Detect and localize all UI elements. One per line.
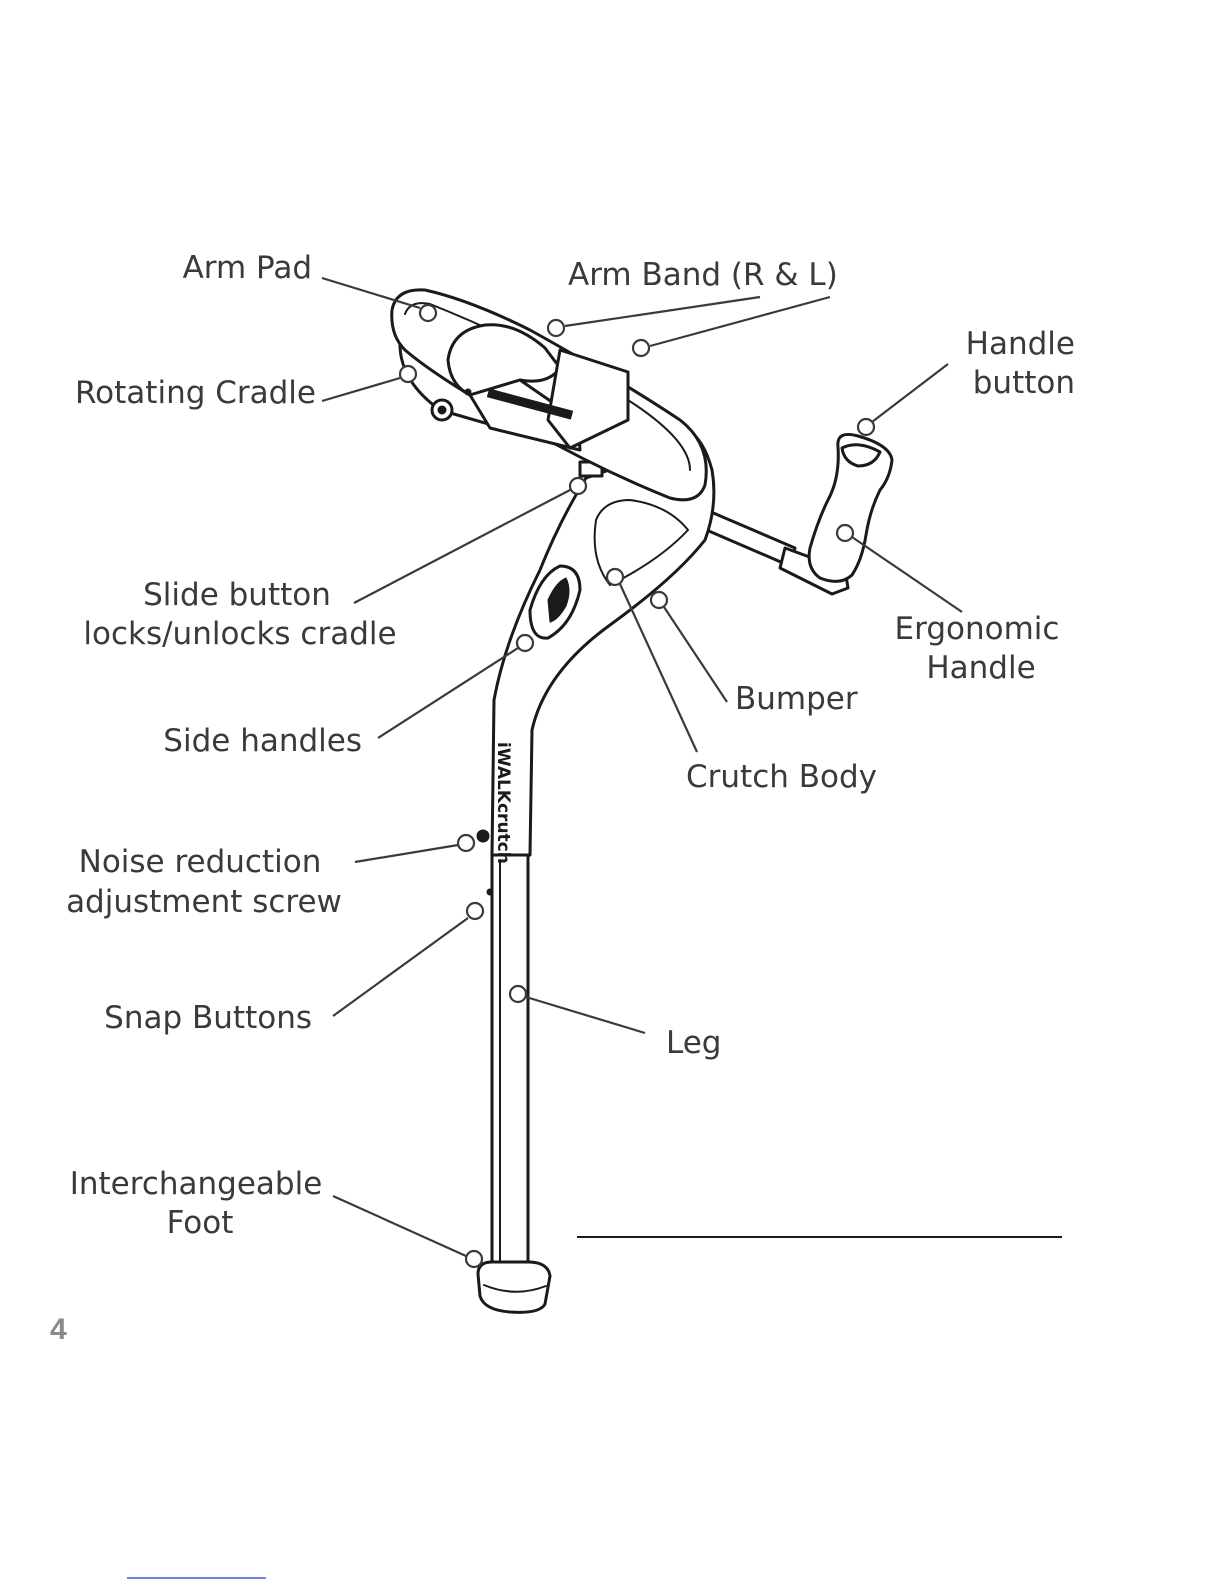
leg-marker <box>510 986 526 1002</box>
leg-tube <box>492 850 528 1268</box>
label-handle-button-line2: button <box>973 365 1075 401</box>
side-handles-marker <box>517 635 533 651</box>
snap-buttons-marker <box>467 903 483 919</box>
ergonomic-handle-marker <box>837 525 853 541</box>
handle-button-marker <box>858 419 874 435</box>
label-ergonomic-handle-line1: Ergonomic <box>895 611 1060 647</box>
label-arm-pad: Arm Pad <box>183 250 312 286</box>
label-arm-band: Arm Band (R & L) <box>568 257 838 293</box>
label-leg: Leg <box>666 1025 721 1061</box>
noise-screw-marker <box>458 835 474 851</box>
arm-band-right-marker <box>548 320 564 336</box>
label-rotating-cradle: Rotating Cradle <box>75 375 316 411</box>
label-slide-button-line2: locks/unlocks cradle <box>83 616 396 652</box>
label-noise-screw-line1: Noise reduction <box>79 844 322 880</box>
crutch-illustration: iWALKcrutch <box>392 290 892 1313</box>
label-noise-screw-line2: adjustment screw <box>66 884 342 920</box>
arm-band-left-marker <box>633 340 649 356</box>
label-handle-button-line1: Handle <box>966 326 1075 362</box>
label-foot-line2: Foot <box>167 1205 234 1241</box>
label-slide-button-line1: Slide button <box>143 577 331 613</box>
rotating-cradle-marker <box>400 366 416 382</box>
bumper-marker <box>651 592 667 608</box>
label-crutch-body: Crutch Body <box>686 759 877 795</box>
label-bumper: Bumper <box>735 681 858 717</box>
arm-pad-marker <box>420 305 436 321</box>
label-foot-line1: Interchangeable <box>70 1166 323 1202</box>
slide-button-marker <box>570 478 586 494</box>
brand-logo-text: iWALKcrutch <box>493 742 513 864</box>
page-number: 4 <box>50 1313 67 1346</box>
label-side-handles: Side handles <box>163 723 362 759</box>
foot-marker <box>466 1251 482 1267</box>
crutch-body-marker <box>607 569 623 585</box>
ergonomic-handle-part <box>780 434 892 594</box>
foot-part <box>478 1262 550 1312</box>
label-ergonomic-handle-line2: Handle <box>926 650 1035 686</box>
label-snap-buttons: Snap Buttons <box>104 1000 312 1036</box>
